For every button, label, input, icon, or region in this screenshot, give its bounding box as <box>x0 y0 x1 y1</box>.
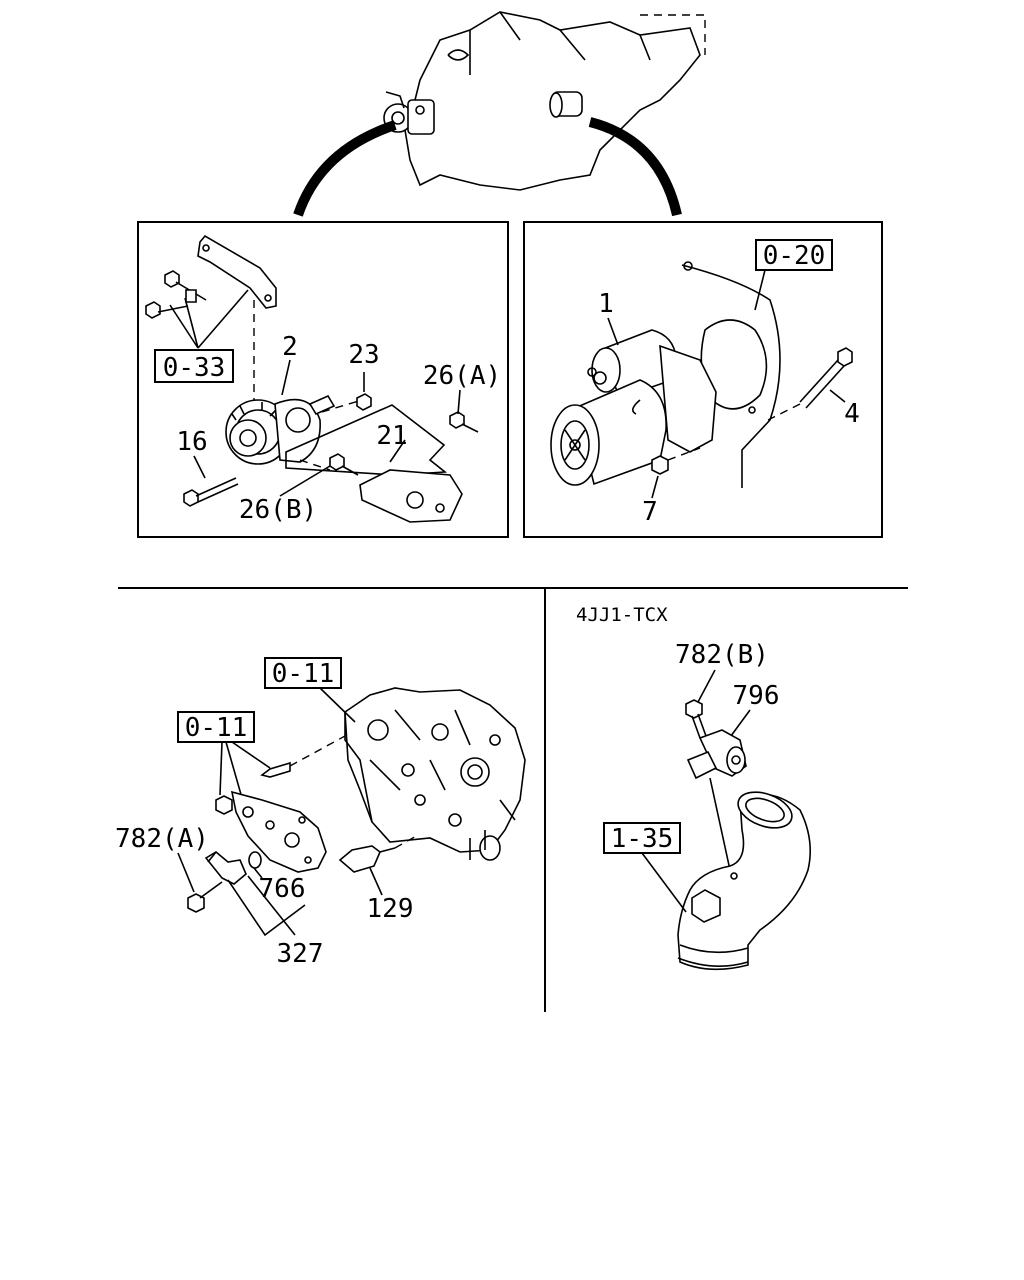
callout-23: 23 <box>348 340 379 370</box>
leader-arc-right <box>588 117 682 217</box>
callout-766: 766 <box>259 874 306 904</box>
intake-sensor-panel: 4JJ1-TCX 782(B) 796 1-35 <box>576 604 811 971</box>
cylinder-head-panel: 0-11 0-11 782(A) 766 129 <box>115 657 526 969</box>
callout-16: 16 <box>176 427 207 457</box>
ref-box-0-20: 0-20 <box>763 241 826 271</box>
ref-box-1-35: 1-35 <box>611 824 674 854</box>
boost-sensor <box>686 729 747 780</box>
leader-arc-left <box>293 120 397 217</box>
callout-26a: 26(A) <box>423 361 501 391</box>
callout-782a: 782(A) <box>115 824 209 854</box>
intake-pipe <box>677 791 811 971</box>
callout-327: 327 <box>277 939 324 969</box>
ref-box-0-11-lower: 0-11 <box>185 713 248 743</box>
callout-2: 2 <box>282 332 298 362</box>
callout-26b: 26(B) <box>239 495 317 525</box>
callout-129: 129 <box>367 894 414 924</box>
starter-motor <box>550 329 717 486</box>
water-pump-panel: 0-33 <box>137 221 509 538</box>
callout-1: 1 <box>598 289 614 319</box>
variant-label: 4JJ1-TCX <box>576 604 668 626</box>
callout-796: 796 <box>733 681 780 711</box>
ref-box-0-33: 0-33 <box>163 353 226 383</box>
starter-panel: 0-20 1 4 7 <box>523 221 883 538</box>
callout-7: 7 <box>642 497 658 527</box>
callout-21: 21 <box>376 421 407 451</box>
ref-box-0-11-upper: 0-11 <box>272 659 335 689</box>
callout-4: 4 <box>844 399 860 429</box>
water-pump <box>225 394 336 465</box>
callout-782b: 782(B) <box>675 640 769 670</box>
